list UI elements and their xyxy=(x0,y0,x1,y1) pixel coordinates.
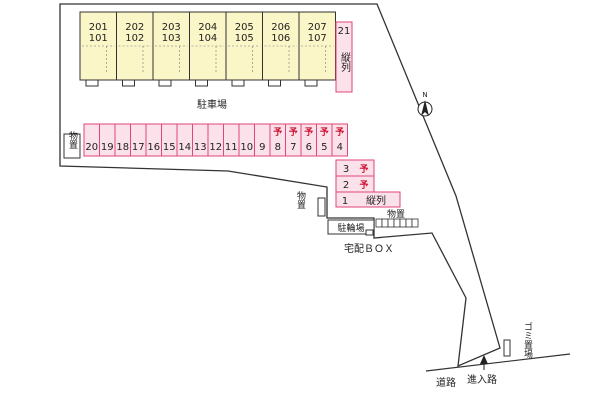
garbage-area-label: ゴミ置場 xyxy=(522,321,533,359)
building-lower-unit: 106 xyxy=(271,33,290,44)
parking-spot-number: 19 xyxy=(101,142,114,153)
north-arrow xyxy=(417,100,433,117)
parking-spot-number: 14 xyxy=(178,142,191,153)
building-step xyxy=(85,79,99,87)
storage-left-shape xyxy=(63,133,81,159)
building-upper-unit: 202 xyxy=(125,22,144,33)
parking-spot-number: 9 xyxy=(259,142,265,153)
parking-spot-number: 13 xyxy=(194,142,207,153)
parking-spot-number: 18 xyxy=(116,142,129,153)
building-step xyxy=(122,79,135,87)
entrance-arrow xyxy=(480,355,488,364)
parking-spot-1-note: 縦列 xyxy=(366,194,386,207)
road-label: 道路 xyxy=(436,376,456,389)
bicycle-parking-label: 駐輪場 xyxy=(337,222,364,234)
reserved-mark: 予 xyxy=(289,127,298,138)
parking-spot-number: 15 xyxy=(163,142,176,153)
building-lower-unit: 104 xyxy=(198,33,217,44)
building-upper-unit: 207 xyxy=(308,22,327,33)
road-line xyxy=(425,353,571,372)
building-upper-unit: 205 xyxy=(235,22,254,33)
reserved-mark: 予 xyxy=(335,127,344,138)
parking-spot-number: 7 xyxy=(290,142,296,153)
building-step xyxy=(231,79,245,87)
parking-spot-number: 12 xyxy=(209,142,222,153)
building-lower-unit: 105 xyxy=(235,33,254,44)
parking-spot-number: 2 xyxy=(343,180,349,191)
building-upper-unit: 204 xyxy=(198,22,217,33)
parking-spot-1 xyxy=(335,191,401,208)
storage-mid-shape xyxy=(317,197,326,217)
storage-cell xyxy=(387,218,395,228)
parking-spot-number: 20 xyxy=(85,142,98,153)
building-lower-unit: 101 xyxy=(89,33,108,44)
parking-spot-21-note: 縦列 xyxy=(339,51,351,73)
building-lower-unit: 102 xyxy=(125,33,144,44)
parking-spot-21-number: 21 xyxy=(338,26,351,37)
reserved-mark: 予 xyxy=(304,127,313,138)
parking-spot-number: 3 xyxy=(343,164,349,175)
parking-spot-1-number: 1 xyxy=(342,196,348,207)
entrance-label: 進入路 xyxy=(467,373,497,386)
building-lower-unit: 103 xyxy=(162,33,181,44)
storage-cell xyxy=(411,218,419,228)
building-lower-unit: 107 xyxy=(308,33,327,44)
building-step xyxy=(158,79,172,87)
building-upper-unit: 206 xyxy=(271,22,290,33)
reserved-mark: 予 xyxy=(359,164,368,175)
storage-cell xyxy=(375,218,383,228)
storage-cell xyxy=(381,218,389,228)
bicycle-parking-shape xyxy=(327,219,375,235)
building-upper-unit: 201 xyxy=(89,22,108,33)
storage-cell xyxy=(393,218,401,228)
parking-spot-number: 11 xyxy=(225,142,238,153)
parking-spot-number: 6 xyxy=(306,142,312,153)
parking-spot-number: 4 xyxy=(337,142,343,153)
parking-spot-4 xyxy=(331,123,348,157)
garbage-area-shape xyxy=(503,339,511,357)
parking-spot-number: 5 xyxy=(321,142,327,153)
parking-spot-number: 17 xyxy=(132,142,145,153)
storage-right-shape xyxy=(375,218,419,228)
building-step xyxy=(304,79,318,87)
storage-right-label: 物置 xyxy=(387,208,405,220)
north-label: N xyxy=(422,91,427,99)
parking-lot-label: 駐車場 xyxy=(197,98,227,111)
reserved-mark: 予 xyxy=(320,127,329,138)
building-upper-unit: 203 xyxy=(162,22,181,33)
parking-spot-number: 16 xyxy=(147,142,160,153)
building-step xyxy=(195,79,208,87)
storage-cell xyxy=(405,218,413,228)
storage-mid-label: 物置 xyxy=(295,190,306,209)
delivery-box-label: 宅配ＢＯＸ xyxy=(344,242,394,255)
building-step xyxy=(268,79,281,87)
lot-boundary xyxy=(59,3,501,368)
parking-spot-number: 10 xyxy=(240,142,253,153)
reserved-mark: 予 xyxy=(359,180,368,191)
reserved-mark: 予 xyxy=(273,127,282,138)
storage-cell xyxy=(399,218,407,228)
delivery-box-shape xyxy=(365,229,374,236)
parking-spot-21 xyxy=(335,21,353,93)
parking-spot-number: 8 xyxy=(275,142,281,153)
storage-left-label: 物置 xyxy=(67,130,78,149)
